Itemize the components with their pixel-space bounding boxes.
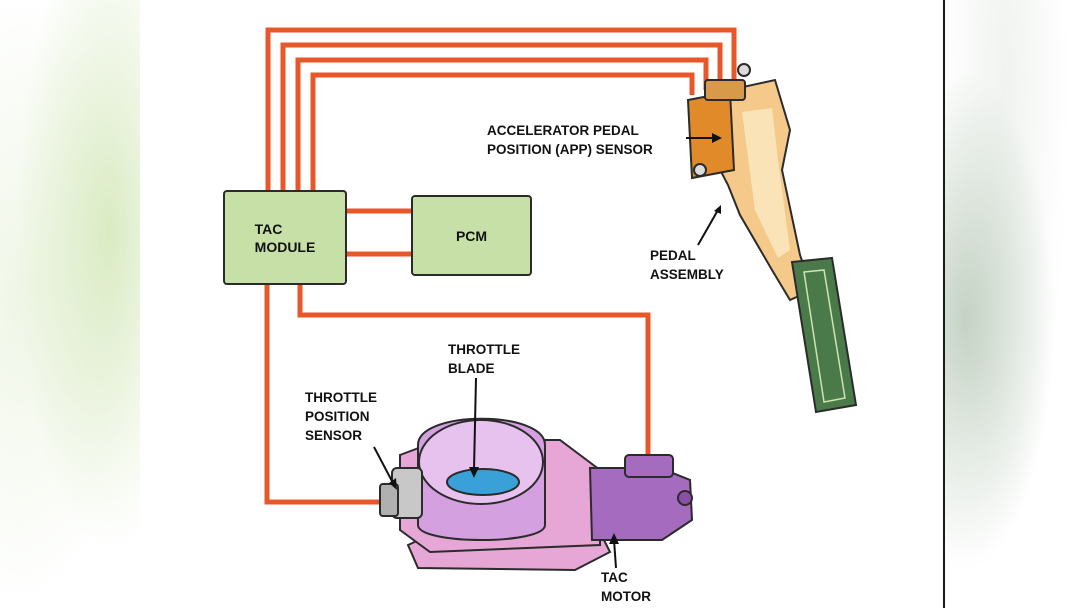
tac-motor-label-line2: MOTOR bbox=[601, 589, 651, 604]
pedal-arrow-head bbox=[714, 205, 721, 214]
app-sensor-wiring bbox=[265, 27, 737, 192]
app-sensor-label-line2: POSITION (APP) SENSOR bbox=[487, 142, 653, 157]
pedal-arm-highlight bbox=[742, 108, 790, 258]
frame-divider bbox=[943, 0, 945, 608]
tps-connector bbox=[379, 483, 399, 517]
app-wire-4 bbox=[310, 72, 695, 192]
blade-arrow-head bbox=[469, 467, 479, 478]
tac-module-box: TAC MODULE bbox=[223, 190, 347, 285]
tac-module-label-line2: MODULE bbox=[254, 238, 316, 255]
tac-motor-label-line1: TAC bbox=[601, 570, 628, 585]
app-connector bbox=[704, 79, 746, 101]
pedal-assembly-label-line2: ASSEMBLY bbox=[650, 267, 724, 282]
arrow-heads bbox=[389, 133, 722, 544]
tac-motor-label: TAC MOTOR bbox=[601, 568, 651, 606]
pedal-assembly-label: PEDAL ASSEMBLY bbox=[650, 246, 724, 284]
pcm-wiring bbox=[345, 208, 412, 257]
leader-arrows bbox=[373, 137, 719, 569]
pedal-pad bbox=[790, 256, 858, 414]
right-blur-background bbox=[945, 0, 1080, 608]
tps-label-line1: THROTTLE bbox=[305, 390, 377, 405]
app-sensor-label-line1: ACCELERATOR PEDAL bbox=[487, 123, 639, 138]
mount-bolt-bottom bbox=[693, 163, 707, 177]
tac-motor-body bbox=[588, 467, 694, 541]
app-sensor-housing bbox=[686, 90, 736, 180]
tac-motor-cap bbox=[624, 454, 674, 478]
left-blur-background bbox=[0, 0, 140, 608]
throttle-blade-label: THROTTLE BLADE bbox=[448, 340, 520, 378]
throttle-body-drawing bbox=[379, 417, 694, 572]
tps-arrow-head bbox=[389, 478, 397, 490]
tps-wire bbox=[264, 283, 385, 505]
tps-arrow-line bbox=[373, 446, 394, 484]
tps-label-line2: POSITION bbox=[305, 409, 370, 424]
throttle-position-sensor-label: THROTTLE POSITION SENSOR bbox=[305, 388, 377, 445]
pcm-box: PCM bbox=[411, 195, 532, 276]
mount-bolt-top bbox=[737, 63, 751, 77]
app-arrow-head bbox=[712, 133, 722, 143]
motor-arrow-line bbox=[613, 539, 617, 569]
throttle-blade-label-line1: THROTTLE bbox=[448, 342, 520, 357]
throttle-blade bbox=[446, 468, 520, 496]
app-wire-3 bbox=[295, 57, 709, 192]
pedal-pad-grip bbox=[803, 269, 846, 403]
tac-module-label-line1: TAC bbox=[254, 220, 283, 237]
tac-motor-shaft bbox=[677, 490, 693, 506]
app-sensor-label: ACCELERATOR PEDAL POSITION (APP) SENSOR bbox=[487, 121, 653, 159]
blade-arrow-line bbox=[473, 377, 477, 471]
app-wire-1 bbox=[265, 27, 737, 192]
pcm-label: PCM bbox=[455, 227, 488, 244]
app-wire-2 bbox=[280, 42, 723, 192]
throttle-blade-label-line2: BLADE bbox=[448, 361, 495, 376]
tps-label-line3: SENSOR bbox=[305, 428, 363, 443]
pedal-assembly-drawing bbox=[686, 63, 858, 414]
pedal-arrow-line bbox=[697, 209, 719, 246]
motor-arrow-head bbox=[609, 533, 619, 544]
throttle-wiring bbox=[264, 283, 651, 505]
motor-wire bbox=[297, 283, 651, 458]
pedal-assembly-label-line1: PEDAL bbox=[650, 248, 696, 263]
